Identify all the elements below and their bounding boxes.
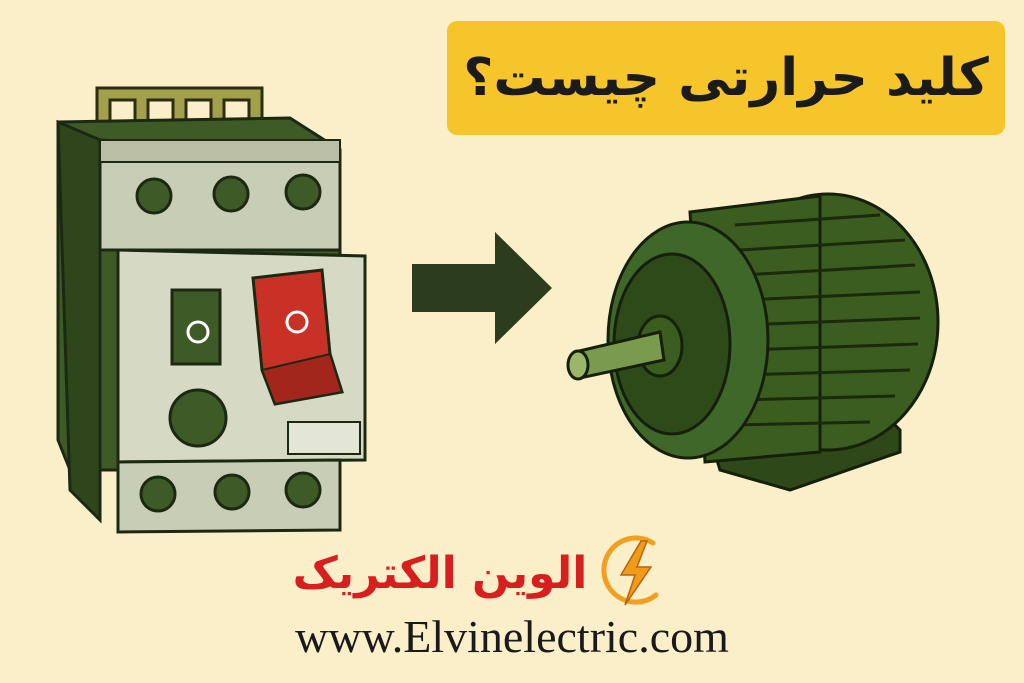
electric-motor-icon bbox=[566, 192, 940, 492]
bottom-screw-3 bbox=[284, 471, 322, 509]
thermal-overload-relay-icon bbox=[56, 86, 367, 534]
right-arrow-icon bbox=[412, 232, 552, 344]
bottom-screw-1 bbox=[139, 475, 177, 513]
top-screw-3 bbox=[284, 173, 322, 211]
brand-name: الوین الکتریک bbox=[292, 547, 588, 599]
title-banner: کلید حرارتی چیست؟ bbox=[447, 21, 1005, 135]
top-screw-2 bbox=[212, 175, 250, 213]
adjust-knob bbox=[168, 388, 228, 448]
website-url: www.Elvinelectric.com bbox=[295, 611, 729, 662]
top-screw-1 bbox=[135, 177, 173, 215]
bottom-screw-2 bbox=[213, 473, 251, 511]
page-title: کلید حرارتی چیست؟ bbox=[463, 48, 989, 108]
start-button bbox=[170, 288, 222, 366]
brand-logo: الوین الکتریک bbox=[262, 528, 702, 618]
lightning-bolt-icon bbox=[601, 535, 659, 606]
